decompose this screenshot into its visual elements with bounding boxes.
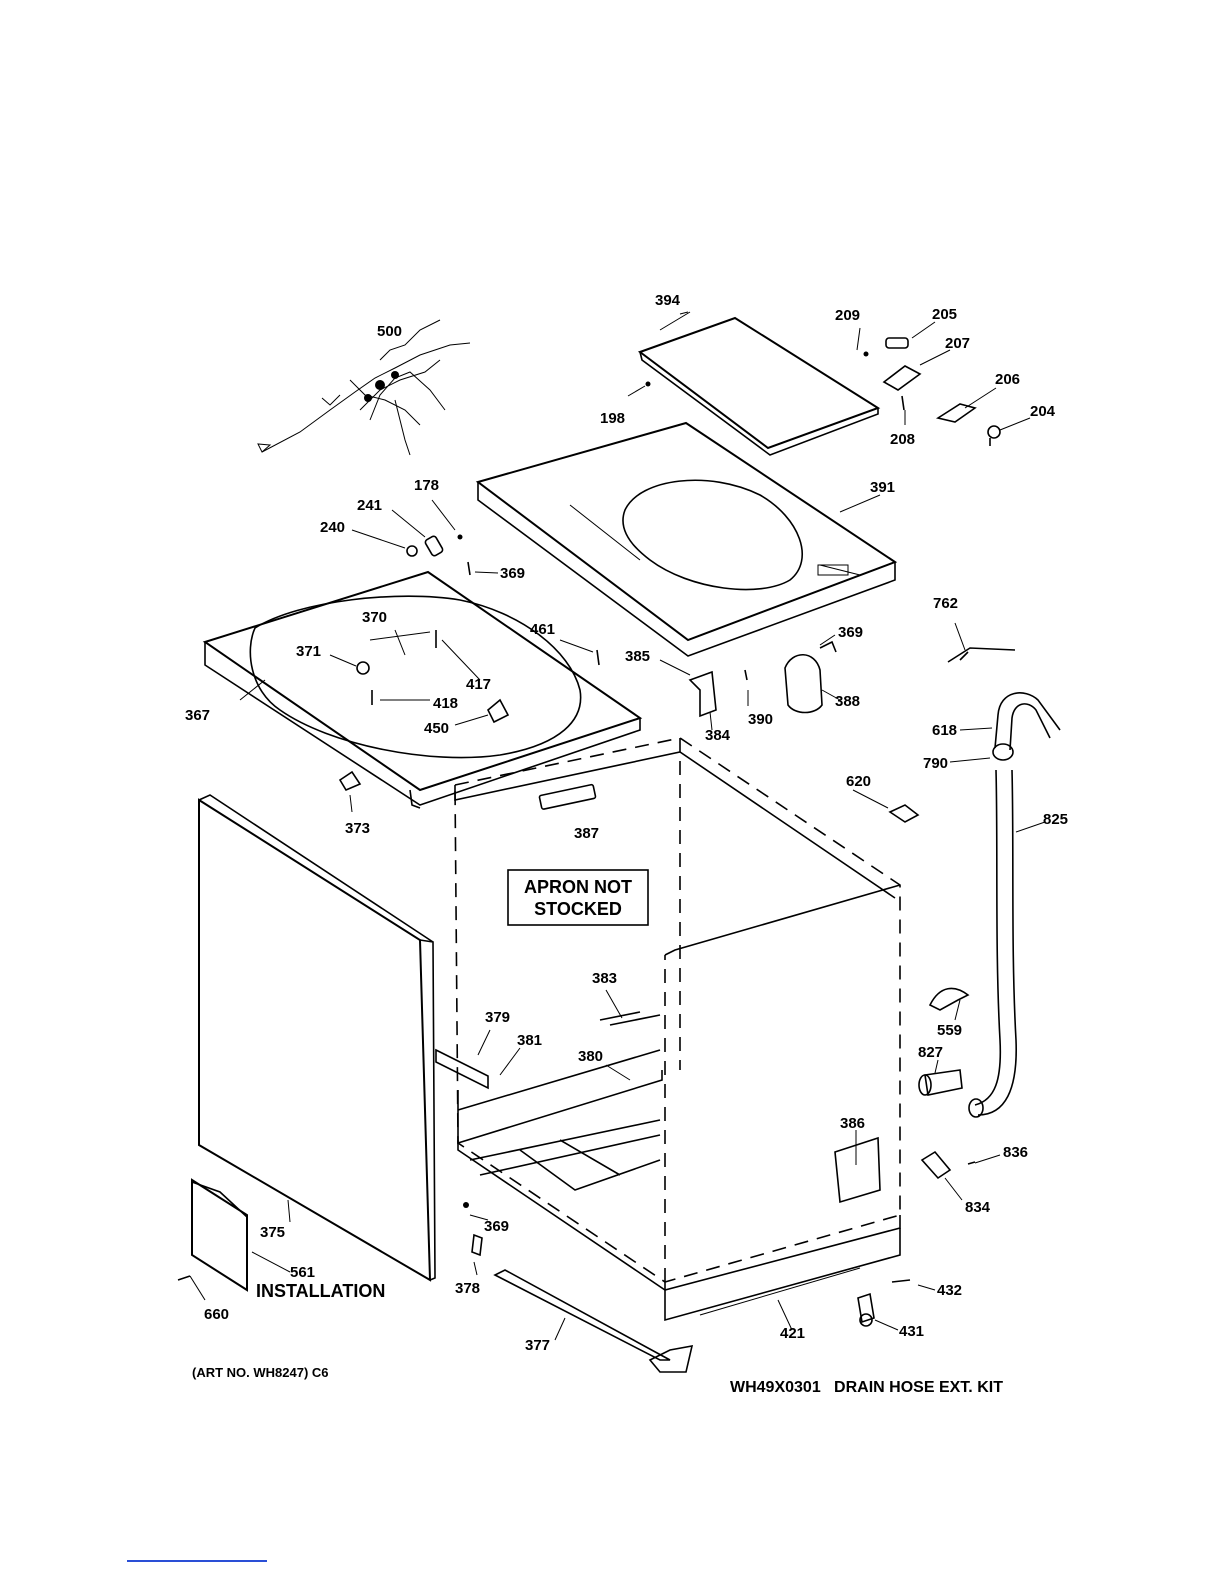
part-label: 618 bbox=[932, 722, 957, 739]
part-label: 241 bbox=[357, 497, 382, 514]
part-label: 375 bbox=[260, 1224, 285, 1241]
part-label: 204 bbox=[1030, 403, 1056, 420]
part-label: 500 bbox=[377, 323, 402, 340]
part-label: 205 bbox=[932, 306, 957, 323]
part-label: 417 bbox=[466, 676, 491, 693]
part-label: 421 bbox=[780, 1325, 805, 1342]
part-label: 380 bbox=[578, 1048, 603, 1065]
part-label: 207 bbox=[945, 335, 970, 352]
apron-note-line-1: APRON NOT bbox=[524, 877, 632, 897]
part-label: 387 bbox=[574, 825, 599, 842]
apron-note-line-2: STOCKED bbox=[534, 899, 622, 919]
part-label: 369 bbox=[838, 624, 863, 641]
part-label: 762 bbox=[933, 595, 958, 612]
installation-bag-drawing bbox=[178, 1180, 247, 1300]
part-label: 450 bbox=[424, 720, 449, 737]
part-label: 827 bbox=[918, 1044, 943, 1061]
part-label: 240 bbox=[320, 519, 345, 536]
part-label: 834 bbox=[965, 1199, 991, 1216]
part-label: 208 bbox=[890, 431, 915, 448]
part-label: 178 bbox=[414, 477, 439, 494]
part-label: 379 bbox=[485, 1009, 510, 1026]
part-label: 418 bbox=[433, 695, 458, 712]
part-label: 383 bbox=[592, 970, 617, 987]
part-label: 367 bbox=[185, 707, 210, 724]
part-label: 377 bbox=[525, 1337, 550, 1354]
wire-harness-drawing bbox=[258, 320, 470, 455]
part-label: 461 bbox=[530, 621, 555, 638]
front-brace-drawing bbox=[436, 990, 660, 1088]
part-label: 386 bbox=[840, 1115, 865, 1132]
drain-hose-drawing bbox=[950, 693, 1060, 1117]
part-label: 369 bbox=[500, 565, 525, 582]
part-label: 432 bbox=[937, 1282, 962, 1299]
part-label: 369 bbox=[484, 1218, 509, 1235]
part-label: 198 bbox=[600, 410, 625, 427]
part-label: 371 bbox=[296, 643, 321, 660]
part-label: 370 bbox=[362, 609, 387, 626]
part-label: 391 bbox=[870, 479, 895, 496]
cabinet-drawing bbox=[455, 738, 900, 1320]
part-label: 620 bbox=[846, 773, 871, 790]
part-label: 836 bbox=[1003, 1144, 1028, 1161]
installation-label: INSTALLATION bbox=[256, 1281, 385, 1301]
part-label: 790 bbox=[923, 755, 948, 772]
part-label: 825 bbox=[1043, 811, 1068, 828]
part-label: 384 bbox=[705, 727, 731, 744]
base-frame-drawing bbox=[205, 572, 640, 808]
part-label: 388 bbox=[835, 693, 860, 710]
part-label: 559 bbox=[937, 1022, 962, 1039]
footer-rule bbox=[127, 1560, 267, 1562]
part-label: 373 bbox=[345, 820, 370, 837]
part-label: 561 bbox=[290, 1264, 315, 1281]
art-number-note: (ART NO. WH8247) C6 bbox=[192, 1365, 329, 1380]
part-label: 378 bbox=[455, 1280, 480, 1297]
part-label: 385 bbox=[625, 648, 650, 665]
part-label: 660 bbox=[204, 1306, 229, 1323]
part-label: 394 bbox=[655, 292, 681, 309]
part-label: 206 bbox=[995, 371, 1020, 388]
part-label: 390 bbox=[748, 711, 773, 728]
drain-hose-kit-note: WH49X0301 DRAIN HOSE EXT. KIT bbox=[730, 1379, 1003, 1396]
part-label: 431 bbox=[899, 1323, 924, 1340]
part-label: 381 bbox=[517, 1032, 542, 1049]
part-label: 209 bbox=[835, 307, 860, 324]
